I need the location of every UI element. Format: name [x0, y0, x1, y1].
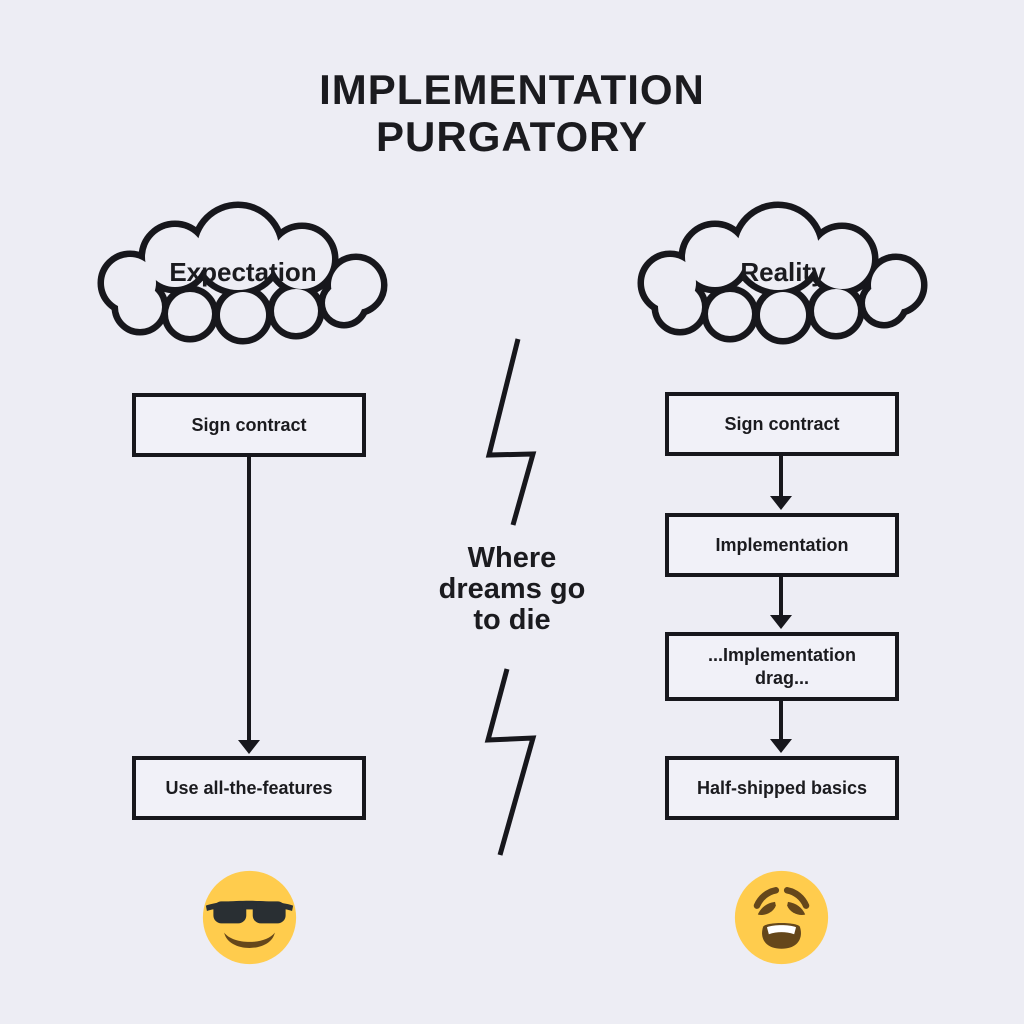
flow-box-label: Use all-the-features: [165, 777, 333, 798]
flow-box-use-all-the-features: Use all-the-features: [132, 756, 366, 820]
page-title: IMPLEMENTATION PURGATORY: [0, 66, 1024, 161]
reality-label: Reality: [740, 256, 826, 287]
lightning-bolt-icon-top: [470, 335, 550, 530]
expectation-cloud: Expectation: [78, 197, 408, 349]
flow-box-label: Implementation: [715, 534, 849, 555]
lightning-bolt-icon-bottom: [470, 665, 550, 860]
reality-cloud: Reality: [618, 197, 948, 349]
center-caption: Where dreams go to die: [412, 542, 612, 637]
expectation-label: Expectation: [169, 256, 317, 287]
flow-box-expectation-sign-contract: Sign contract: [132, 393, 366, 457]
flow-box-half-shipped-basics: Half-shipped basics: [665, 756, 899, 820]
caption-line-3: to die: [473, 604, 551, 637]
caption-line-1: Where: [467, 542, 557, 574]
arrow-down-expectation: [247, 457, 251, 740]
arrow-down-reality-1: [779, 456, 783, 496]
flow-box-label: Half-shipped basics: [696, 777, 868, 798]
arrow-down-reality-3: [779, 701, 783, 739]
cloud-icon: [637, 201, 928, 345]
page-title-line-1: IMPLEMENTATION: [319, 66, 705, 113]
caption-line-2: dreams go: [438, 573, 586, 606]
flow-box-implementation: Implementation: [665, 513, 899, 577]
arrow-down-reality-2: [779, 577, 783, 615]
flow-box-label: Sign contract: [724, 413, 840, 434]
flow-box-label: Sign contract: [191, 414, 307, 435]
cloud-icon: [97, 201, 388, 345]
weary-face-emoji: [733, 869, 830, 966]
flow-box-implementation-drag: ...Implementation drag...: [665, 632, 899, 701]
flow-box-reality-sign-contract: Sign contract: [665, 392, 899, 456]
sunglasses-emoji: [201, 869, 298, 966]
page-title-line-2: PURGATORY: [376, 113, 648, 161]
flow-box-label: ...Implementation drag...: [707, 645, 857, 688]
